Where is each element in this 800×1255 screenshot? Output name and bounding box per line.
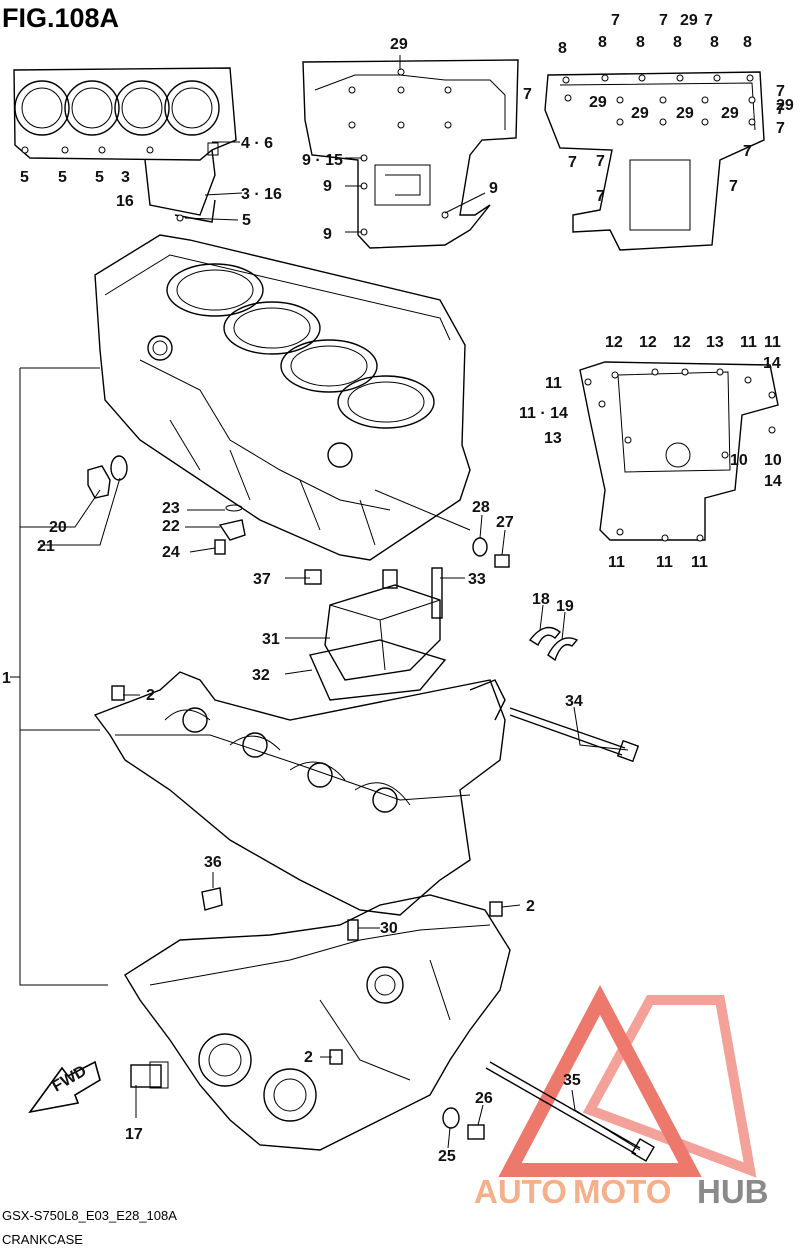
callout-25: 25 [438, 1148, 456, 1165]
callout-7: 7 [568, 154, 577, 171]
callout-28: 28 [472, 499, 490, 516]
callout-16: 16 [116, 193, 134, 210]
callout-8: 8 [598, 34, 607, 51]
callout-13: 13 [706, 334, 724, 351]
callout-31: 31 [262, 631, 280, 648]
callout-35: 35 [563, 1072, 581, 1089]
callout-8: 8 [710, 34, 719, 51]
callout-8: 8 [673, 34, 682, 51]
callout-4-6: 4 · 6 [241, 135, 273, 152]
callout-12: 12 [639, 334, 657, 351]
callout-21: 21 [37, 538, 55, 555]
callout-10: 10 [764, 452, 782, 469]
callout-9: 9 [323, 226, 332, 243]
callout-36: 36 [204, 854, 222, 871]
callout-11-14: 11 · 14 [519, 405, 568, 422]
callout-7: 7 [776, 120, 785, 137]
callout-23: 23 [162, 500, 180, 517]
fwd-arrow-icon: FWD [28, 1060, 101, 1114]
callout-5: 5 [20, 169, 29, 186]
callout-29: 29 [390, 36, 408, 53]
middle-crankcase [93, 671, 506, 916]
callout-7: 7 [596, 153, 605, 170]
model-code: GSX-S750L8_E03_E28_108A [2, 1208, 177, 1223]
callout-12: 12 [605, 334, 623, 351]
callout-8: 8 [636, 34, 645, 51]
callout-7: 7 [776, 101, 785, 118]
callout-11: 11 [764, 334, 781, 351]
callout-29: 29 [676, 105, 694, 122]
callout-7: 7 [704, 12, 713, 29]
callout-10: 10 [730, 452, 748, 469]
callout-24: 24 [162, 544, 180, 561]
callout-3-16: 3 · 16 [241, 186, 282, 203]
callout-7: 7 [611, 12, 620, 29]
callout-29: 29 [680, 12, 698, 29]
callout-7: 7 [596, 188, 605, 205]
figure-title: FIG.108A [2, 3, 119, 33]
callout-9: 9 [323, 178, 332, 195]
breather-cover [309, 569, 447, 701]
callout-5: 5 [95, 169, 104, 186]
callout-26: 26 [475, 1090, 493, 1107]
callout-11: 11 [656, 554, 673, 571]
callout-29: 29 [721, 105, 739, 122]
upper-crankcase [94, 234, 471, 561]
callout-8: 8 [743, 34, 752, 51]
callout-18: 18 [532, 591, 550, 608]
callout-labels: 1 2 2 2 3 16 3 · 16 4 · 6 5 5 5 5 7 7 7 … [2, 12, 794, 1165]
callout-27: 27 [496, 514, 514, 531]
callout-32: 32 [252, 667, 270, 684]
callout-14: 14 [764, 473, 782, 490]
callout-33: 33 [468, 571, 486, 588]
crankcase-top-view [13, 67, 237, 223]
watermark-moto: MOTO [573, 1173, 671, 1210]
lower-crankcase [124, 894, 511, 1151]
callout-2: 2 [304, 1049, 313, 1066]
callout-1: 1 [2, 670, 11, 687]
automotohub-watermark: AUTO MOTO HUB [474, 1173, 769, 1210]
callout-7: 7 [743, 143, 752, 160]
callout-17: 17 [125, 1126, 143, 1143]
callout-11: 11 [608, 554, 625, 571]
callout-29: 29 [631, 105, 649, 122]
callout-20: 20 [49, 519, 67, 536]
crankcase-bolt-pattern-view [544, 71, 765, 251]
callout-13: 13 [544, 430, 562, 447]
callout-9: 9 [489, 180, 498, 197]
callout-7: 7 [776, 83, 785, 100]
callout-5: 5 [242, 212, 251, 229]
watermark-hub: HUB [697, 1173, 769, 1210]
upper-case-view [302, 59, 519, 249]
callout-34: 34 [565, 693, 583, 710]
callout-22: 22 [162, 518, 180, 535]
callout-2: 2 [526, 898, 535, 915]
callout-11: 11 [545, 375, 562, 392]
callout-30: 30 [380, 920, 398, 937]
callout-5: 5 [58, 169, 67, 186]
callout-7: 7 [659, 12, 668, 29]
callout-8: 8 [558, 40, 567, 57]
figure-caption: CRANKCASE [2, 1232, 83, 1247]
callout-11: 11 [740, 334, 757, 351]
callout-29: 29 [776, 97, 794, 114]
callout-37: 37 [253, 571, 271, 588]
watermark-auto: AUTO [474, 1173, 567, 1210]
leader-lines [10, 55, 641, 1151]
callout-19: 19 [556, 598, 574, 615]
small-parts [87, 455, 655, 1162]
callout-7: 7 [729, 178, 738, 195]
automotohub-logo [498, 985, 757, 1178]
lower-case-bolt-pattern-view [579, 361, 779, 542]
callout-7: 7 [523, 86, 532, 103]
callout-3: 3 [121, 169, 130, 186]
callout-29: 29 [589, 94, 607, 111]
callout-2: 2 [146, 687, 155, 704]
callout-9-15: 9 · 15 [302, 152, 343, 169]
callout-11: 11 [691, 554, 708, 571]
callout-14: 14 [763, 355, 781, 372]
callout-12: 12 [673, 334, 691, 351]
